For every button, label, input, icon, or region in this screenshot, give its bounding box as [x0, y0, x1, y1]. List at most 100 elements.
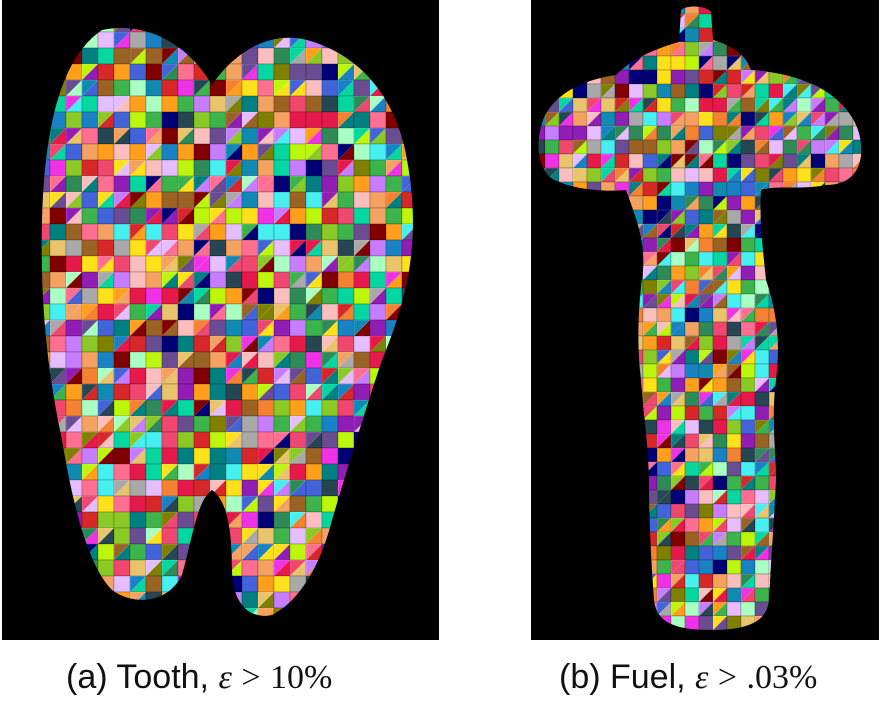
fuel-mesh-patch	[838, 83, 854, 99]
fuel-mesh-patch-triangle	[656, 293, 672, 309]
fuel-mesh-patch-triangle	[852, 83, 862, 99]
tooth-mesh-patch	[321, 47, 339, 65]
fuel-mesh-patch	[614, 41, 630, 57]
fuel-mesh-patch-triangle	[628, 167, 644, 183]
tooth-mesh-patch	[65, 463, 83, 481]
tooth-mesh-patch	[225, 591, 243, 609]
fuel-mesh-patch	[768, 111, 784, 127]
tooth-mesh-patch	[401, 447, 413, 465]
tooth-mesh-patch-triangle	[97, 191, 115, 209]
fuel-mesh-patch	[754, 475, 770, 491]
tooth-mesh-patch	[321, 175, 339, 193]
fuel-mesh-patch	[852, 279, 862, 295]
tooth-mesh-patch	[353, 175, 371, 193]
fuel-mesh-patch	[558, 377, 574, 393]
tooth-mesh-patch	[97, 383, 115, 401]
fuel-mesh-patch-triangle	[684, 237, 700, 253]
fuel-mesh-patch-triangle	[586, 517, 602, 533]
tooth-mesh-patch	[225, 319, 243, 337]
fuel-mesh-patch	[796, 223, 812, 239]
fuel-mesh-patch	[796, 27, 812, 43]
fuel-mesh-patch-triangle	[810, 307, 826, 323]
fuel-mesh-patch-triangle	[600, 489, 616, 505]
tooth-mesh-patch	[161, 479, 179, 497]
tooth-mesh-patch	[241, 383, 259, 401]
fuel-mesh-patch	[782, 531, 798, 547]
fuel-mesh-patch	[740, 27, 756, 43]
fuel-mesh-patch	[838, 167, 854, 183]
fuel-mesh-patch	[586, 545, 602, 561]
tooth-mesh-patch-triangle	[2, 128, 18, 144]
fuel-mesh-patch	[852, 321, 862, 337]
tooth-mesh-patch	[353, 447, 371, 465]
tooth-mesh-patch	[2, 304, 18, 320]
fuel-mesh-patch	[768, 265, 784, 281]
tooth-mesh-patch	[41, 479, 51, 497]
tooth-mesh-patch	[193, 415, 211, 433]
tooth-mesh-patch	[289, 335, 307, 353]
fuel-mesh-patch	[600, 545, 616, 561]
tooth-mesh-patch	[18, 256, 34, 272]
fuel-mesh-patch-triangle	[867, 168, 879, 182]
tooth-mesh-patch	[434, 384, 439, 400]
tooth-mesh-patch	[65, 47, 83, 65]
tooth-mesh-patch-triangle	[353, 495, 371, 513]
fuel-mesh-patch-triangle	[698, 391, 714, 407]
fuel-mesh-patch	[838, 279, 854, 295]
fuel-mesh-patch	[614, 265, 630, 281]
fuel-mesh-patch-triangle	[544, 475, 560, 491]
tooth-mesh-patch	[289, 303, 307, 321]
tooth-mesh-patch-triangle	[193, 239, 211, 257]
tooth-mesh-patch-triangle	[401, 527, 413, 545]
tooth-mesh-patch	[305, 79, 323, 97]
fuel-mesh-patch	[670, 629, 686, 630]
fuel-mesh-patch-triangle	[698, 587, 714, 603]
fuel-mesh-patch	[544, 83, 560, 99]
fuel-mesh-patch-triangle	[656, 209, 672, 225]
fuel-mesh-patch	[670, 545, 686, 561]
fuel-mesh-patch	[754, 83, 770, 99]
tooth-mesh-patch	[97, 28, 115, 33]
fuel-mesh-patch-triangle	[740, 125, 756, 141]
tooth-mesh-patch	[209, 143, 227, 161]
tooth-mesh-patch	[225, 399, 243, 417]
fuel-mesh-patch	[614, 489, 630, 505]
fuel-mesh-patch	[614, 363, 630, 379]
tooth-mesh-patch	[209, 607, 227, 616]
fuel-mesh-patch-triangle	[656, 251, 672, 267]
tooth-mesh-patch	[258, 0, 274, 16]
fuel-mesh-patch	[586, 503, 602, 519]
tooth-mesh-patch	[129, 511, 147, 529]
tooth-mesh-patch	[353, 575, 371, 593]
fuel-mesh-patch	[726, 6, 742, 15]
fuel-mesh-patch	[538, 405, 546, 421]
fuel-mesh-patch-triangle	[726, 125, 742, 141]
fuel-mesh-patch	[642, 363, 658, 379]
tooth-mesh-patch	[434, 448, 439, 464]
fuel-mesh-patch	[810, 489, 826, 505]
tooth-mesh-patch	[2, 432, 18, 448]
fuel-mesh-patch	[586, 615, 602, 630]
tooth-mesh-patch	[385, 607, 403, 616]
tooth-mesh-patch	[113, 143, 131, 161]
fuel-mesh-patch	[558, 475, 574, 491]
fuel-mesh-patch	[572, 6, 588, 15]
tooth-mesh-patch	[41, 367, 51, 385]
tooth-mesh-patch-triangle	[209, 399, 227, 417]
tooth-mesh-patch-triangle	[81, 319, 99, 337]
tooth-mesh-patch	[177, 79, 195, 97]
fuel-mesh-patch-triangle	[796, 587, 812, 603]
fuel-mesh-patch	[538, 363, 546, 379]
fuel-mesh-patch	[754, 363, 770, 379]
tooth-mesh-patch	[129, 127, 147, 145]
tooth-mesh-patch	[401, 159, 413, 177]
fuel-mesh-patch	[586, 265, 602, 281]
fuel-mesh-patch	[642, 69, 658, 85]
tooth-mesh-patch	[18, 272, 34, 288]
tooth-mesh-patch	[129, 111, 147, 129]
fuel-mesh-patch	[572, 83, 588, 99]
tooth-mesh-patch-triangle	[2, 16, 18, 32]
fuel-mesh-patch	[712, 573, 728, 589]
tooth-mesh-patch	[385, 575, 403, 593]
fuel-mesh-patch	[852, 335, 862, 351]
